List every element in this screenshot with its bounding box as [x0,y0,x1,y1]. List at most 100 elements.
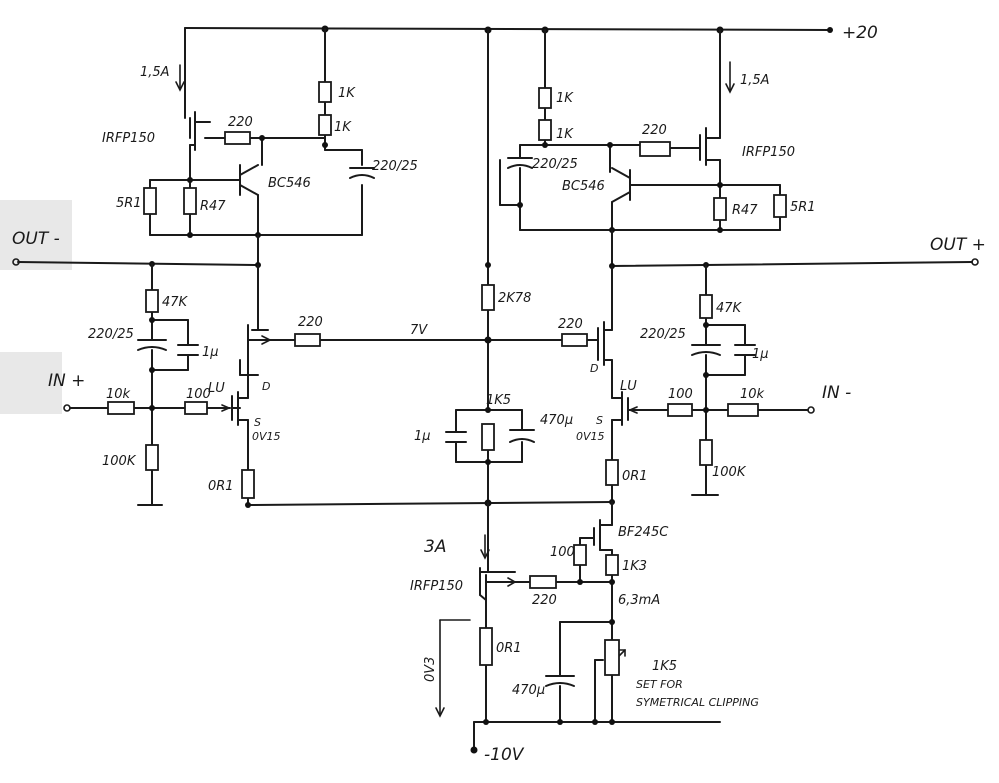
left-stage-gate-resistor [294,333,321,347]
right-stage-gate-resistor [561,333,588,347]
left-supply-source-resistor-b [183,187,197,215]
right-stage-input-resistor [727,403,759,417]
right-stage-source-resistor [605,459,619,486]
right-stage-series-res-label: 100 [668,387,693,402]
positive-rail [184,25,833,34]
left-supply-gate-res-label: 220 [228,115,253,130]
right-supply-res-top-label: 1K [556,91,574,106]
right-stage-input-res-label: 10k [740,387,765,402]
center-divider-top-resistor [481,284,495,311]
left-stage-source-voltage-label: 0V15 [252,430,281,443]
left-stage-dots [149,317,251,508]
out-plus-label: OUT + [930,235,986,255]
ccs-source-resistor [479,627,493,666]
left-stage-input-resistor [107,401,135,415]
right-supply-dots [517,142,723,233]
right-stage-bias-resistor [699,439,713,466]
right-stage-capacitor-a [691,344,721,356]
left-supply-current-label: 1,5A [140,65,170,80]
left-stage-source-resistor [241,469,255,499]
right-supply-source-res-a-label: R47 [732,203,758,218]
left-supply-resistor-second [318,114,332,136]
right-supply-transistor-label: BC546 [562,179,605,194]
ccs-bias-current-label: 6,3mA [618,593,660,608]
left-supply-cap-label: 220/25 [372,159,418,174]
ccs-jfet-resistor [573,544,587,566]
right-supply-current-label: 1,5A [740,73,770,88]
ccs-capacitor [545,675,575,687]
right-stage-cap-a-label: 220/25 [640,327,686,342]
in-minus-label: IN - [822,383,851,403]
right-stage-source-marker: S [596,414,603,427]
center-node-voltage-label: 7V [410,323,428,338]
left-supply-source-res-a-label: 5R1 [116,196,142,211]
right-supply-capacitor [507,157,533,169]
left-stage-input-res-label: 10k [106,387,131,402]
right-stage-feedback-res-label: 47K [716,301,743,316]
ccs-mosfet-label: IRFP150 [410,579,463,594]
positive-rail-label: +20 [842,23,878,43]
right-stage-series-resistor [667,403,693,417]
right-stage-jfet-label: LU [620,379,637,394]
ccs-potentiometer [604,639,620,676]
in-plus-label: IN + [48,371,85,391]
ccs-jfet-res-label: 100 [550,545,575,560]
ccs-gate-resistor [529,575,557,589]
left-supply-res-top-label: 1K [338,86,356,101]
center-divider-bottom-resistor [481,423,495,451]
right-supply-wiring [499,29,781,231]
out-plus-line [609,229,979,269]
ccs-current-label: 3A [424,537,446,557]
left-supply-res-second-label: 1K [334,120,352,135]
left-supply-gate-resistor [224,131,251,145]
left-supply-mosfet-label: IRFP150 [102,131,155,146]
left-supply-resistor-top [318,81,332,103]
ccs-gate-res-label: 220 [532,593,557,608]
ccs-bias-res-label: 1K3 [622,559,647,574]
right-supply-resistor-top [538,87,552,109]
right-supply-source-resistor-a [713,197,727,221]
left-stage-feedback-res-label: 47K [162,295,189,310]
ccs-wiring [435,501,721,754]
right-supply-cap-label: 220/25 [532,157,578,172]
right-supply-source-res-b-label: 5R1 [790,200,816,215]
ccs-source-voltage-label: 0V3 [423,657,438,682]
ccs-cap-label: 470µ [512,683,545,698]
right-stage-bias-res-label: 100K [712,465,747,480]
left-stage-bias-resistor [145,444,159,471]
center-cap-right-label: 470µ [540,413,573,428]
right-stage-wiring [586,264,815,505]
left-stage-capacitor-a [137,339,167,351]
left-supply-capacitor [349,167,375,179]
left-stage-wiring [63,263,613,506]
left-stage-gate-res-label: 220 [298,315,323,330]
right-stage-source-res-label: 0R1 [622,469,648,484]
right-stage-gate-res-label: 220 [558,317,583,332]
left-stage-series-resistor [184,401,208,415]
ccs-note-line1: SET FOR [636,678,683,691]
right-supply-mosfet-label: IRFP150 [742,145,795,160]
left-stage-capacitor-b [177,344,199,356]
ccs-bias-resistor [605,554,619,576]
left-stage-jfet-label: LU [208,381,225,396]
right-stage-drain-marker: D [590,362,598,375]
ccs-note-line2: SYMETRICAL CLIPPING [636,696,759,709]
left-stage-drain-marker: D [262,380,270,393]
center-divider-wiring [445,29,563,507]
right-supply-resistor-second [538,119,552,141]
left-stage-source-res-label: 0R1 [208,479,234,494]
center-cap-left-label: 1µ [414,429,431,444]
left-supply-source-res-b-label: R47 [200,199,226,214]
left-stage-feedback-resistor [145,289,159,313]
paper-scan-edge-bottom [0,352,62,414]
right-stage-feedback-resistor [699,294,713,319]
right-supply-gate-resistor [639,141,671,157]
ccs-jfet-label: BF245C [618,525,669,540]
left-stage-source-marker: S [254,416,261,429]
left-stage-cap-a-label: 220/25 [88,327,134,342]
right-supply-gate-res-label: 220 [642,123,667,138]
ccs-pot-label: 1K5 [652,659,677,674]
right-supply-source-resistor-b [773,194,787,218]
left-supply-source-resistor-a [143,187,157,215]
